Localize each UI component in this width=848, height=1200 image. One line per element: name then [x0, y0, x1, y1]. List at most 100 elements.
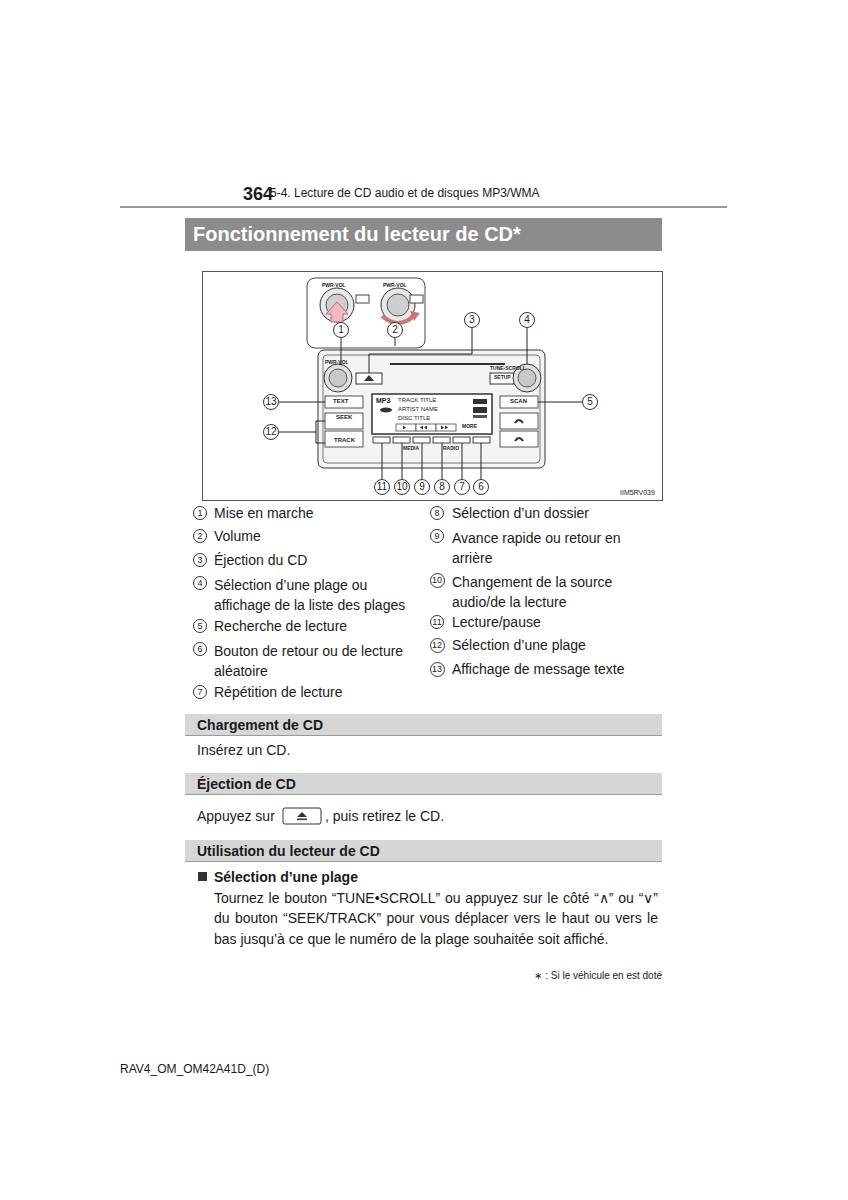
leader-line	[382, 443, 383, 479]
display	[372, 394, 492, 434]
knob-label: PWR·VOL	[325, 360, 349, 366]
button-label: RADIO	[443, 446, 459, 452]
callout-circle: 3	[193, 553, 207, 567]
subheading: Sélection d’une plage	[214, 869, 358, 885]
callout-number: 3	[469, 315, 475, 325]
preset-button	[413, 437, 430, 443]
legend-item-text: Éjection du CD	[214, 552, 419, 568]
callout-number: 6	[197, 645, 202, 654]
leader-line	[527, 328, 528, 364]
callout-number: 10	[396, 482, 407, 492]
callout-circle: 9	[430, 529, 444, 543]
display-icon	[473, 399, 487, 404]
track-button	[325, 431, 363, 447]
body-text: Appuyez sur	[197, 808, 275, 824]
leader-line	[538, 402, 582, 403]
tune-knob-cap	[518, 369, 536, 387]
section-heading: Chargement de CD	[197, 718, 323, 732]
callout-circle: 3	[464, 312, 480, 328]
section-band: Éjection de CD	[185, 773, 662, 795]
hangup-icon	[515, 438, 523, 441]
callout-circle: 4	[193, 576, 207, 590]
scan-button	[500, 396, 538, 408]
callout-number: 2	[197, 532, 202, 541]
callout-circle: 5	[582, 394, 598, 410]
legend-item-text: Lecture/pause	[452, 614, 658, 630]
callout-number: 4	[197, 579, 202, 588]
eject-button	[356, 295, 369, 303]
hangup-button	[500, 431, 538, 447]
power-knob-cap	[329, 369, 347, 387]
footnote: ∗ : Si le véhicule en est doté	[462, 970, 662, 982]
disc-icon	[380, 408, 392, 413]
audio-unit-bezel	[323, 355, 540, 463]
bracket	[279, 421, 325, 443]
legend-item-text: Répétition de lecture	[214, 684, 419, 700]
legend-item-text: Sélection d’une plage	[452, 637, 658, 653]
display-text: MORE	[462, 424, 477, 430]
callout-circle: 11	[430, 615, 444, 629]
legend-item-text: Avance rapide ou retour en arrière	[452, 528, 658, 569]
callout-number: 1	[338, 325, 344, 335]
seek-button	[325, 413, 363, 429]
volume-knob-cap	[387, 294, 409, 316]
legend-item-text: Bouton de retour ou de lecture aléatoire	[214, 641, 419, 682]
callout-number: 7	[459, 482, 465, 492]
callout-number: 8	[439, 482, 445, 492]
title-band: Fonctionnement du lecteur de CD*	[185, 218, 662, 251]
callout-circle: 8	[434, 479, 450, 495]
callout-circle: 6	[473, 479, 489, 495]
eject-button	[410, 295, 423, 303]
callout-number: 11	[432, 618, 441, 627]
callout-circle: 13	[263, 394, 279, 410]
power-knob	[320, 288, 354, 322]
callout-number: 13	[265, 397, 276, 407]
key-symbols	[403, 426, 448, 430]
leader-line	[279, 402, 325, 403]
body-text: Tournez le bouton “TUNE•SCROLL” ou appuy…	[214, 888, 658, 949]
callout-circle: 7	[193, 685, 207, 699]
callout-number: 9	[434, 532, 439, 541]
legend-item-text: Sélection d’une plage ou affichage de la…	[214, 575, 419, 616]
section-band: Utilisation du lecteur de CD	[185, 840, 662, 862]
display-text: TRACK TITLE	[398, 397, 436, 404]
leader-line	[395, 338, 396, 346]
body-text: , puis retirez le CD.	[325, 808, 444, 824]
legend-item-text: Affichage de message texte	[452, 661, 658, 677]
figure-code: IIM5RV039	[620, 489, 655, 497]
leader-line	[481, 443, 482, 479]
callout-number: 7	[197, 688, 202, 697]
eject-button	[356, 373, 382, 384]
callout-number: 3	[197, 556, 202, 565]
legend-item-text: Mise en marche	[214, 505, 419, 521]
bullet-square	[198, 872, 207, 881]
callout-number: 13	[432, 665, 442, 674]
cd-slot	[390, 363, 505, 365]
knob-label: PWR·VOL	[322, 283, 346, 289]
footer-code: RAV4_OM_OM42A41D_(D)	[120, 1063, 269, 1077]
callout-circle: 5	[193, 619, 207, 633]
display-text: MP3	[376, 397, 390, 405]
leader-line	[442, 443, 443, 479]
volume-knob	[381, 288, 415, 322]
display-icon	[473, 415, 487, 418]
setup-button	[490, 373, 514, 384]
callout-number: 12	[265, 427, 276, 437]
callout-number: 5	[197, 622, 202, 631]
button-label: SCAN	[510, 398, 527, 405]
legend-item-text: Changement de la source audio/de la lect…	[452, 572, 658, 613]
callout-circle: 1	[193, 506, 207, 520]
callout-circle: 13	[430, 662, 445, 677]
eject-key-bar	[297, 819, 307, 821]
callout-circle: 8	[430, 506, 444, 520]
callout-circle: 12	[430, 638, 445, 653]
leader-line	[422, 443, 423, 479]
display-text: ARTIST NAME	[398, 406, 438, 413]
leader-line	[369, 328, 472, 373]
callout-number: 4	[524, 315, 530, 325]
callout-circle: 4	[519, 312, 535, 328]
callout-number: 8	[434, 509, 439, 518]
preset-button	[393, 437, 410, 443]
